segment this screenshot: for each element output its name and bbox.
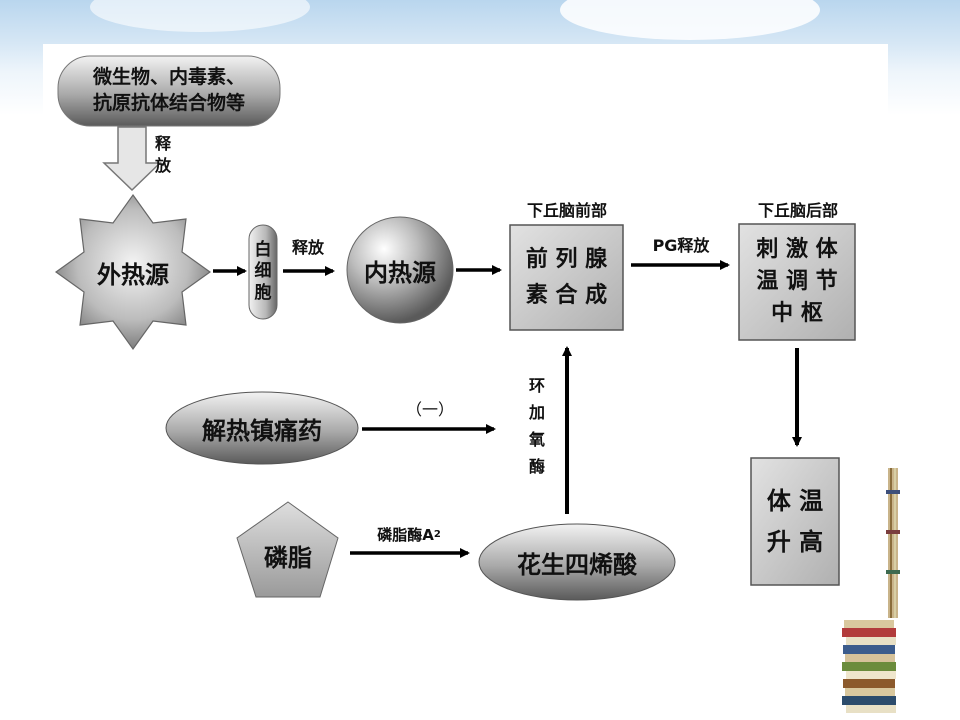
- hypothalamus-front-label: 下丘脑前部: [526, 201, 607, 220]
- arachidonic-label: 花生四烯酸: [517, 550, 637, 579]
- release-label-1: 释 放: [154, 133, 171, 175]
- tall-book-stack: [886, 468, 900, 618]
- cox-label: 环 加 氧 酶: [528, 375, 545, 477]
- wbc-pill: [248, 224, 278, 320]
- microbe-label: 微生物、内毒素、 抗原抗体结合物等: [92, 66, 245, 114]
- release-label-2: 释放: [291, 238, 324, 257]
- exogenous-star: [54, 193, 212, 351]
- pg-synthesis-label: 前 列 腺 素 合 成: [525, 247, 608, 308]
- phospholipid-pentagon: [236, 501, 339, 598]
- phospholipid-label: 磷脂: [264, 543, 312, 572]
- diagram-panel: [43, 44, 888, 716]
- pg-release-label: PG释放: [652, 236, 710, 255]
- short-book-stack: [842, 620, 896, 713]
- thermo-center-label: 刺 激 体 温 调 节 中 枢: [756, 237, 838, 326]
- temp-rise-label: 体 温 升 高: [766, 486, 824, 556]
- pg-synthesis-box: [509, 224, 624, 331]
- endogenous-label: 内热源: [364, 258, 436, 287]
- release-arrow: [102, 126, 162, 192]
- endogenous-sphere: [346, 216, 454, 324]
- pla2-prefix: 磷脂酶A: [377, 525, 434, 544]
- antipyretic-ellipse: [165, 391, 359, 465]
- temp-rise-box: [750, 457, 840, 586]
- thermo-center-box: [738, 223, 856, 341]
- book-stack-decoration: [842, 468, 900, 713]
- hypothalamus-back-label: 下丘脑后部: [757, 201, 838, 220]
- microbe-box: [57, 55, 281, 127]
- arachidonic-ellipse: [478, 523, 676, 601]
- exogenous-label: 外热源: [97, 260, 169, 289]
- inhibit-label: （一）: [405, 400, 454, 419]
- pla2-subscript: 2: [433, 528, 441, 540]
- antipyretic-label: 解热镇痛药: [202, 416, 322, 445]
- wbc-label: 白 细 胞: [254, 240, 272, 303]
